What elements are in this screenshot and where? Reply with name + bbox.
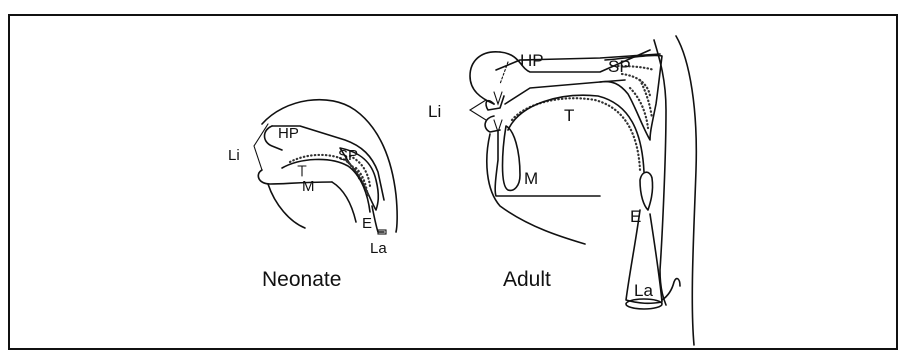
neonate-caption: Neonate <box>262 268 341 292</box>
adult-label-li: Li <box>428 102 441 121</box>
neonate-mouth-marker <box>298 166 306 176</box>
neonate-label-hp: HP <box>278 125 299 142</box>
adult-label-sp: SP <box>608 57 631 76</box>
adult-larynx-right <box>662 279 680 300</box>
adult-neck-outline <box>676 36 696 345</box>
adult-upper-lip-dash <box>500 62 508 84</box>
neonate-diagram <box>254 100 397 234</box>
adult-trachea-opening <box>626 299 662 309</box>
neonate-neck-line <box>332 182 356 222</box>
neonate-lower-lip <box>258 170 332 184</box>
neonate-label-m: M <box>302 178 315 195</box>
adult-mandible-inner <box>503 126 521 190</box>
neonate-label-sp: SP <box>338 147 358 164</box>
neonate-head-outline <box>262 100 397 232</box>
adult-palate-lower <box>505 80 625 104</box>
adult-diagram <box>470 36 696 345</box>
adult-caption: Adult <box>503 268 551 292</box>
adult-label-hp: HP <box>520 51 544 70</box>
adult-label-e: E <box>630 207 641 226</box>
adult-tongue-outline <box>508 95 644 172</box>
adult-label-la: La <box>634 281 653 300</box>
adult-mandible <box>495 132 600 196</box>
adult-li-bracket <box>470 100 486 120</box>
adult-upper-lip <box>486 96 504 110</box>
adult-pharynx-posterior <box>654 40 666 305</box>
adult-tongue-stipple <box>512 98 640 170</box>
adult-label-m: M <box>524 169 538 188</box>
adult-chin-outline <box>487 134 585 244</box>
neonate-jaw-outline <box>268 184 305 228</box>
neonate-label-li: Li <box>228 147 240 164</box>
adult-upper-teeth <box>494 92 502 104</box>
neonate-label-e: E <box>362 215 372 232</box>
adult-label-t: T <box>564 106 574 125</box>
neonate-label-la: La <box>370 240 387 257</box>
neonate-epiglottis <box>372 206 384 232</box>
adult-epiglottis <box>640 172 653 210</box>
